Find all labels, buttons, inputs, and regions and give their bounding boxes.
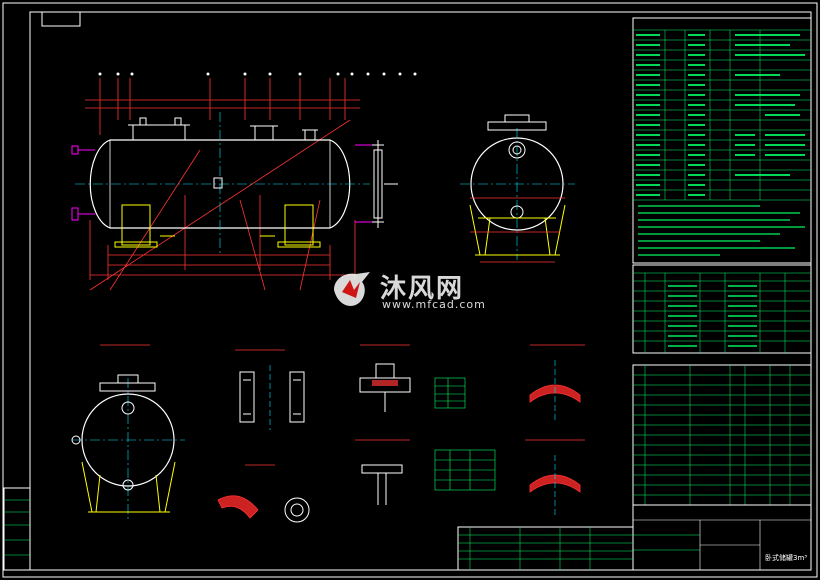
item-balloons-top [98, 72, 417, 76]
saddle-supports [114, 204, 321, 248]
main-elevation-view [71, 72, 417, 291]
level-gauge [372, 140, 398, 228]
top-manhole-left [128, 117, 190, 141]
dimension-lines-bottom [89, 195, 356, 280]
parts-list-table [632, 364, 812, 506]
left-stamp-block [3, 487, 31, 571]
drawing-title: 卧式储罐3m³ [765, 553, 807, 562]
detail-material-tables [434, 377, 496, 491]
detail-views [217, 344, 585, 523]
end-view-saddle [469, 204, 566, 256]
technical-data-table [632, 17, 812, 264]
title-block: 卧式储罐3m³ [632, 504, 812, 571]
end-view-lower [71, 344, 185, 520]
drawing-number-box [41, 11, 81, 27]
side-nozzles [71, 144, 372, 223]
technical-requirements-notes [638, 205, 805, 256]
nozzle-table [632, 264, 812, 354]
signature-block [457, 526, 634, 571]
top-nozzles [250, 125, 318, 141]
end-view-upper [460, 114, 575, 263]
